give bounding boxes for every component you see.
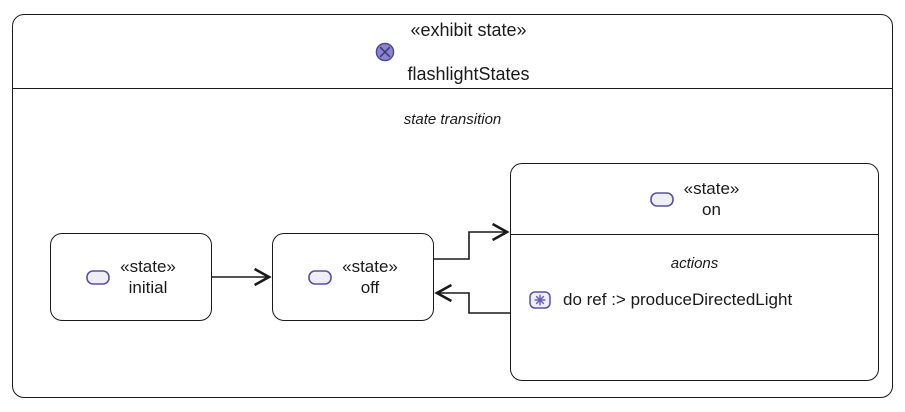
frame-name: flashlightStates bbox=[407, 63, 530, 84]
state-icon bbox=[86, 269, 110, 285]
state-node-off[interactable]: «state» off bbox=[272, 233, 434, 321]
state-node-initial[interactable]: «state» initial bbox=[50, 233, 212, 321]
frame-header: «exhibit state» flashlightStates bbox=[13, 15, 892, 89]
state-machine-icon bbox=[375, 42, 395, 62]
state-initial-name: initial bbox=[128, 278, 168, 297]
state-icon bbox=[308, 269, 332, 285]
state-on-actions-label: actions bbox=[670, 255, 719, 272]
action-text: do ref :> produceDirectedLight bbox=[563, 290, 793, 309]
state-off-header: «state» off bbox=[273, 234, 433, 320]
state-initial-stereotype: «state» bbox=[120, 257, 176, 276]
frame-title-row: «exhibit state» flashlightStates bbox=[375, 0, 530, 107]
state-node-on[interactable]: «state» on actions do ref :> produc bbox=[510, 163, 879, 381]
state-off-label: «state» off bbox=[342, 256, 398, 298]
state-on-stereotype: «state» bbox=[683, 179, 740, 198]
state-initial-label: «state» initial bbox=[120, 256, 176, 298]
action-item-produce-directed-light[interactable]: do ref :> produceDirectedLight bbox=[511, 290, 878, 310]
state-off-name: off bbox=[360, 278, 380, 297]
frame-compartment-label: state transition bbox=[403, 111, 502, 128]
state-on-header: «state» on bbox=[511, 164, 878, 235]
frame-title: «exhibit state» flashlightStates bbox=[407, 0, 529, 107]
state-initial-header: «state» initial bbox=[51, 234, 211, 320]
action-icon bbox=[529, 291, 551, 309]
state-icon bbox=[649, 191, 674, 207]
state-on-name: on bbox=[702, 200, 721, 219]
state-off-stereotype: «state» bbox=[342, 257, 398, 276]
frame-stereotype: «exhibit state» bbox=[410, 19, 527, 40]
state-on-label: «state» on bbox=[684, 178, 740, 220]
